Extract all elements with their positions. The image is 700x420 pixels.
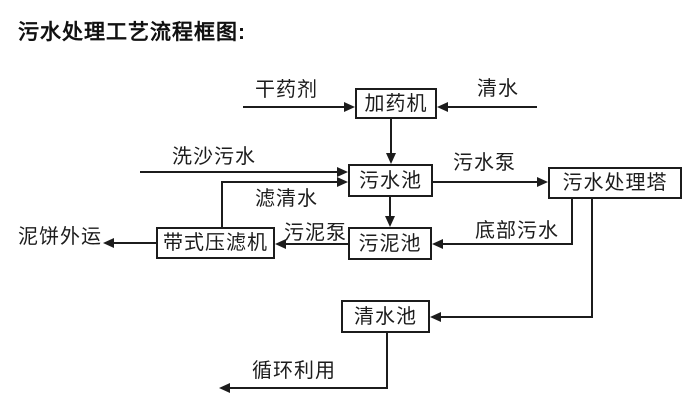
edge-tower-to-clean-arrowhead-icon [430, 312, 441, 322]
node-sewage-pool-label: 污水池 [359, 169, 422, 192]
node-sludge-pool: 污泥池 [348, 227, 432, 260]
edge-dry-chemical-line [243, 106, 345, 108]
node-treatment-tower-label: 污水处理塔 [562, 172, 668, 194]
edge-mud-cake-arrowhead-icon [103, 238, 114, 248]
edge-clean-water-label: 清水 [477, 78, 519, 100]
node-sewage-pool: 污水池 [348, 164, 433, 197]
edge-bottom-sewage-label: 底部污水 [475, 220, 559, 242]
node-dosing-machine-label: 加药机 [364, 92, 428, 115]
node-sludge-pool-label: 污泥池 [358, 232, 422, 255]
edge-sewage-to-sludge-arrowhead-icon [385, 216, 395, 227]
edge-bottom-sewage-line [443, 243, 573, 245]
edge-filtered-water-label: 滤清水 [255, 188, 318, 210]
node-clean-water-pool: 清水池 [341, 300, 430, 333]
edge-recycle-label: 循环利用 [252, 360, 336, 382]
edge-recycle-drop-line [386, 333, 388, 389]
edge-sewage-pump-label: 污水泵 [453, 152, 516, 174]
edge-recycle-line [230, 387, 388, 389]
edge-sewage-pump-arrowhead-icon [537, 177, 548, 187]
edge-dry-chemical-label: 干药剂 [255, 79, 318, 101]
node-belt-filter-press: 带式压滤机 [156, 227, 275, 259]
edge-filtered-water-arrowhead-icon [337, 177, 348, 187]
node-dosing-machine: 加药机 [355, 88, 437, 119]
edge-sand-washing-label: 洗沙污水 [172, 146, 256, 168]
edge-dry-chemical-arrowhead-icon [344, 102, 355, 112]
edge-sand-washing-arrowhead-icon [337, 167, 348, 177]
edge-mud-cake-label: 泥饼外运 [18, 226, 102, 248]
edge-bottom-sewage-arrowhead-icon [432, 239, 443, 249]
node-belt-filter-press-label: 带式压滤机 [163, 232, 268, 254]
edge-sludge-pump-arrowhead-icon [275, 239, 286, 249]
edge-clean-water-line [448, 106, 537, 108]
edge-clean-water-arrowhead-icon [437, 102, 448, 112]
edge-bottom-sewage-drop-line [571, 199, 573, 245]
node-clean-water-pool-label: 清水池 [354, 305, 417, 328]
edge-sludge-pump-label: 污泥泵 [284, 222, 347, 244]
edge-mud-cake-line [114, 242, 156, 244]
edge-dosing-to-sewage-line [390, 119, 392, 154]
edge-sewage-to-sludge-line [389, 197, 391, 216]
edge-sludge-pump-line [286, 243, 348, 245]
edge-dosing-to-sewage-arrowhead-icon [386, 153, 396, 164]
edge-sand-washing-line [140, 171, 337, 173]
node-treatment-tower: 污水处理塔 [548, 167, 682, 199]
diagram-title: 污水处理工艺流程框图: [18, 21, 246, 44]
edge-recycle-arrowhead-icon [219, 383, 230, 393]
edge-tower-to-clean-drop-line [591, 199, 593, 318]
edge-filtered-water-riser-line [221, 181, 223, 227]
edge-tower-to-clean-line [441, 316, 593, 318]
edge-sewage-pump-line [433, 181, 537, 183]
edge-filtered-water-line [221, 181, 337, 183]
